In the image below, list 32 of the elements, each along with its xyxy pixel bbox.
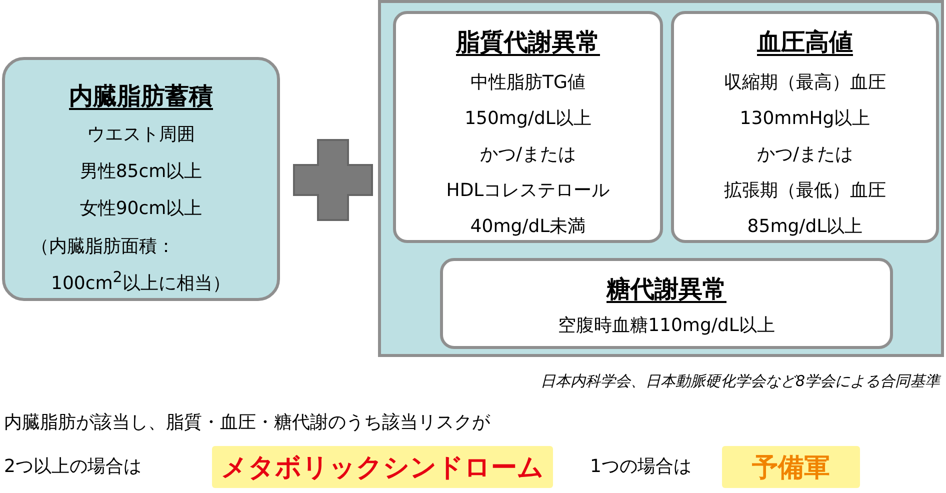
criteria-text: 拡張期（最低）血圧 (723, 179, 887, 202)
body-text: 2つ以上の場合は (4, 455, 142, 478)
criteria-text: 男性85cm以上 (78, 160, 204, 183)
highlight-box (212, 446, 553, 488)
criteria-panel (378, 0, 944, 357)
criteria-box (2, 57, 280, 301)
body-text: 内臓脂肪が該当し、脂質・血圧・糖代謝のうち該当リスクが (4, 411, 490, 434)
source-note: 日本内科学会、日本動脈硬化学会など8学会による合同基準 (540, 372, 940, 391)
criteria-box (671, 11, 939, 243)
criteria-text: （内臓脂肪面積：100cm$^{2}$以上に相当） (31, 235, 232, 296)
criteria-text: 女性90cm以上 (78, 197, 204, 220)
highlight-box (722, 446, 860, 488)
criteria-text: ウエスト周囲 (86, 123, 196, 146)
body-text: 1つの場合は (590, 455, 692, 478)
criteria-heading: 糖代謝異常 (605, 274, 728, 305)
criteria-box (440, 258, 893, 349)
criteria-heading: 脂質代謝異常 (454, 27, 601, 58)
criteria-heading: 血圧高値 (756, 27, 854, 58)
criteria-box (393, 11, 663, 243)
criteria-text: 85mg/dL以上 (746, 215, 864, 238)
criteria-text: かつ/または (756, 143, 854, 166)
result-label: 予備軍 (751, 452, 831, 485)
criteria-text: 40mg/dL未満 (469, 215, 587, 238)
criteria-heading: 内臓脂肪蓄積 (68, 81, 214, 112)
criteria-text: 収縮期（最高）血圧 (723, 71, 887, 94)
criteria-text: 130mmHg以上 (738, 107, 872, 130)
criteria-text: 空腹時血糖110mg/dL以上 (557, 314, 776, 337)
criteria-text: 150mg/dL以上 (464, 107, 592, 130)
criteria-text: HDLコレステロール (445, 179, 611, 202)
result-label: メタボリックシンドローム (220, 452, 545, 485)
criteria-text: かつ/または (478, 143, 578, 166)
criteria-text: 中性脂肪TG値 (470, 71, 586, 94)
